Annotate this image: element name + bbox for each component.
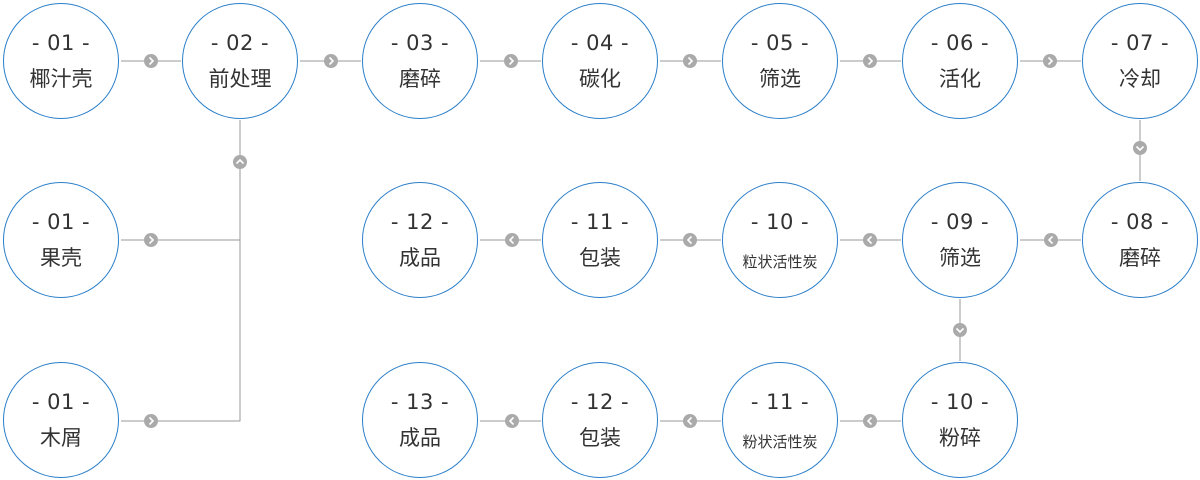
step-number: - 08 -	[1110, 210, 1170, 234]
arrow-left-icon	[863, 414, 877, 428]
arrow-right-icon	[144, 414, 158, 428]
arrow-left-icon	[505, 414, 519, 428]
step-node-04-carbonization: - 04 - 碳化	[542, 3, 658, 119]
step-number: - 04 -	[570, 31, 630, 55]
arrow-right-icon	[863, 54, 877, 68]
step-number: - 11 -	[570, 210, 630, 234]
step-node-12-finished-product: - 12 - 成品	[362, 182, 478, 298]
arrow-down-icon	[1133, 141, 1147, 155]
step-label: 果壳	[40, 246, 82, 270]
arrow-left-icon	[505, 233, 519, 247]
step-number: - 02 -	[210, 31, 270, 55]
step-label: 成品	[399, 246, 441, 270]
step-number: - 11 -	[750, 390, 810, 414]
step-label: 木屑	[40, 426, 82, 450]
arrow-left-icon	[863, 233, 877, 247]
step-label: 椰汁壳	[29, 67, 93, 91]
arrow-left-icon	[683, 414, 697, 428]
step-node-10-pulverizing: - 10 - 粉碎	[902, 362, 1018, 478]
connector-n01c-n02	[121, 120, 241, 422]
step-node-02-pretreatment: - 02 - 前处理	[182, 3, 298, 119]
step-node-08-grinding: - 08 - 磨碎	[1082, 182, 1198, 298]
step-label: 冷却	[1119, 67, 1161, 91]
arrow-down-icon	[953, 323, 967, 337]
step-node-07-cooling: - 07 - 冷却	[1082, 3, 1198, 119]
step-node-01-nut-shell: - 01 - 果壳	[3, 182, 119, 298]
step-node-13-finished-product: - 13 - 成品	[362, 362, 478, 478]
arrow-right-icon	[144, 233, 158, 247]
step-node-10-granular-activated-carbon: - 10 - 粒状活性炭	[722, 182, 838, 298]
step-node-01-sawdust: - 01 - 木屑	[3, 362, 119, 478]
step-number: - 12 -	[390, 210, 450, 234]
step-label: 粉碎	[939, 426, 981, 450]
step-label: 成品	[399, 426, 441, 450]
step-node-01-coconut-shell: - 01 - 椰汁壳	[3, 3, 119, 119]
step-label: 包装	[579, 246, 621, 270]
step-node-06-activation: - 06 - 活化	[902, 3, 1018, 119]
step-node-11-powdered-activated-carbon: - 11 - 粉状活性炭	[722, 362, 838, 478]
arrow-right-icon	[324, 54, 338, 68]
step-node-09-screening: - 09 - 筛选	[902, 182, 1018, 298]
step-number: - 05 -	[750, 31, 810, 55]
arrow-right-icon	[504, 54, 518, 68]
step-node-03-grinding: - 03 - 磨碎	[362, 3, 478, 119]
arrow-right-icon	[144, 54, 158, 68]
step-label: 筛选	[939, 246, 981, 270]
step-node-12-packaging: - 12 - 包装	[542, 362, 658, 478]
step-number: - 10 -	[930, 390, 990, 414]
step-number: - 13 -	[390, 390, 450, 414]
step-label: 活化	[939, 67, 981, 91]
step-label: 磨碎	[1119, 246, 1161, 270]
step-number: - 01 -	[31, 390, 91, 414]
step-label: 筛选	[759, 67, 801, 91]
step-number: - 10 -	[750, 210, 810, 234]
arrow-right-icon	[1043, 54, 1057, 68]
arrow-up-icon	[233, 155, 247, 169]
step-number: - 12 -	[570, 390, 630, 414]
step-number: - 06 -	[930, 31, 990, 55]
step-label: 磨碎	[399, 67, 441, 91]
step-label: 碳化	[579, 67, 621, 91]
step-number: - 09 -	[930, 210, 990, 234]
step-node-05-screening: - 05 - 筛选	[722, 3, 838, 119]
step-number: - 07 -	[1110, 31, 1170, 55]
step-number: - 01 -	[31, 31, 91, 55]
step-label: 包装	[579, 426, 621, 450]
arrow-left-icon	[1044, 233, 1058, 247]
step-label: 粒状活性炭	[742, 253, 818, 271]
step-label: 前处理	[208, 67, 272, 91]
step-label: 粉状活性炭	[742, 433, 818, 451]
step-number: - 03 -	[390, 31, 450, 55]
arrow-right-icon	[683, 54, 697, 68]
arrow-left-icon	[683, 233, 697, 247]
step-number: - 01 -	[31, 210, 91, 234]
step-node-11-packaging: - 11 - 包装	[542, 182, 658, 298]
